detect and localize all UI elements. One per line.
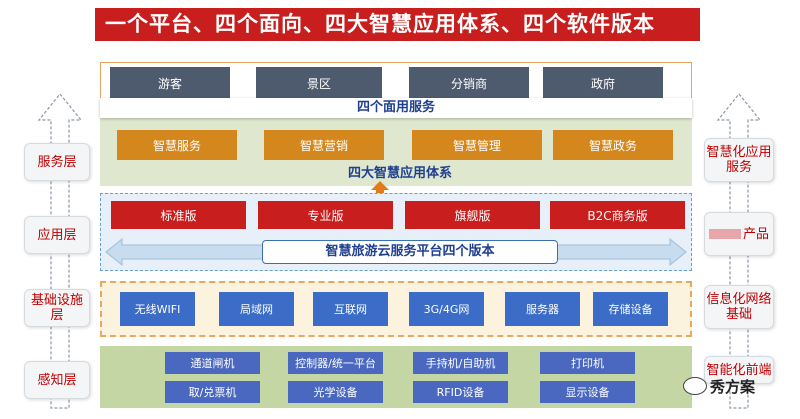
device-box-controller: 控制器/统一平台	[288, 352, 383, 374]
right-label-network-base: 信息化网络基础	[704, 285, 774, 329]
user-box-distributor: 分销商	[409, 67, 529, 99]
infra-box-server: 服务器	[505, 292, 580, 326]
infra-box-mobile-network: 3G/4G网	[409, 292, 484, 326]
infra-box-internet: 互联网	[313, 292, 388, 326]
watermark-text: 秀方案	[710, 377, 756, 396]
right-label-product-text: 产品	[742, 226, 769, 242]
version-box-b2c: B2C商务版	[550, 201, 685, 229]
connector-up-arrow-icon	[371, 181, 389, 197]
user-box-government: 政府	[543, 67, 663, 99]
watermark: 秀方案	[683, 375, 793, 397]
layer-label-infrastructure: 基础设施层	[24, 289, 90, 327]
right-label-product: 产品	[704, 212, 774, 256]
device-box-gate: 通道闸机	[165, 352, 260, 374]
device-box-ticket-machine: 取/兑票机	[165, 381, 260, 403]
infra-box-wifi: 无线WIFI	[120, 292, 195, 326]
app-box-smart-management: 智慧管理	[412, 130, 542, 160]
user-box-tourist: 游客	[110, 67, 230, 99]
device-box-printer: 打印机	[540, 352, 635, 374]
wechat-icon	[683, 377, 707, 395]
service-title: 四个面用服务	[100, 98, 692, 118]
device-box-display: 显示设备	[540, 381, 635, 403]
app-box-smart-government: 智慧政务	[553, 130, 673, 160]
device-box-rfid: RFID设备	[413, 381, 508, 403]
redacted-text	[708, 229, 741, 239]
app-box-smart-service: 智慧服务	[117, 130, 237, 160]
app-system-title: 四大智慧应用体系	[347, 166, 452, 181]
layer-label-service: 服务层	[24, 143, 90, 181]
device-box-handheld: 手持机/自助机	[413, 352, 508, 374]
page-title: 一个平台、四个面向、四大智慧应用体系、四个软件版本	[95, 8, 700, 41]
layer-label-perception: 感知层	[24, 361, 90, 399]
layer-label-application: 应用层	[24, 216, 90, 254]
version-box-flagship: 旗舰版	[405, 201, 540, 229]
version-box-standard: 标准版	[111, 201, 246, 229]
app-box-smart-marketing: 智慧营销	[264, 130, 384, 160]
right-label-smart-frontend: 智能化前端	[704, 356, 774, 384]
platform-title: 智慧旅游云服务平台四个版本	[262, 240, 558, 264]
right-label-smart-service: 智慧化应用服务	[704, 138, 774, 182]
infra-box-lan: 局域网	[219, 292, 294, 326]
infra-box-storage: 存储设备	[593, 292, 668, 326]
user-box-scenic-area: 景区	[256, 67, 382, 99]
device-box-optical: 光学设备	[288, 381, 383, 403]
version-box-professional: 专业版	[258, 201, 393, 229]
